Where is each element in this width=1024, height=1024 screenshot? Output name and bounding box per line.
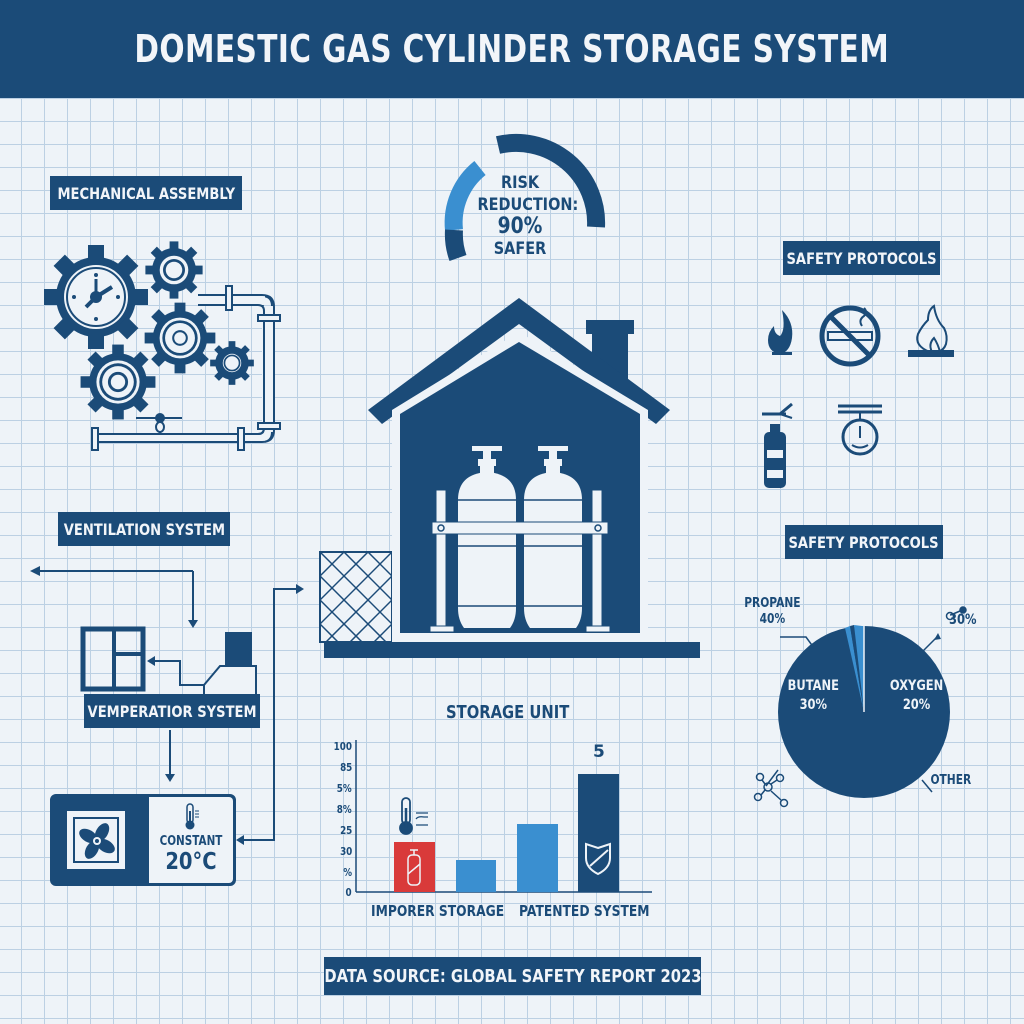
molecule-icon [945, 606, 967, 621]
safety-protocols-label: SAFETY PROTOCOLS [783, 241, 940, 275]
bar-2 [456, 860, 496, 892]
mechanical-assembly-diagram [44, 241, 281, 451]
gear-gauge-icon [44, 245, 148, 349]
pie-label-oxygen: OXYGEN 20% [889, 678, 944, 713]
fire-extinguisher-icon [762, 402, 793, 488]
thermometer-icon [185, 803, 199, 830]
data-source-footer: DATA SOURCE: GLOBAL SAFETY REPORT 2023 [324, 957, 701, 995]
molecule-icon [753, 772, 789, 808]
temperature-value: 20°C [165, 849, 217, 875]
bar-3 [517, 824, 558, 892]
fan-icon [79, 823, 115, 859]
bar-chart-y-axis: 100 85 5% 8% 25 30 % 0 [333, 740, 352, 899]
fan-box [67, 811, 125, 869]
storage-bar-chart [355, 740, 652, 893]
temperature-control-unit: CONSTANT 20°C [50, 794, 236, 886]
gear-icon [210, 341, 254, 385]
pie-label-other: OTHER [930, 773, 972, 788]
storage-house-diagram [319, 298, 700, 658]
pie-label-propane: PROPANE 40% [744, 596, 801, 627]
gas-cylinder-icon [524, 446, 582, 628]
shield-icon [585, 842, 611, 876]
vent-grille-icon [319, 551, 393, 643]
temperature-system-label: VEMPERATIOR SYSTEM [84, 694, 260, 728]
gear-icon [144, 302, 216, 374]
gas-mix-label: SAFETY PROTOCOLS [785, 525, 943, 559]
no-smoking-icon [819, 305, 881, 367]
ventilation-system-label: VENTILATION SYSTEM [58, 512, 230, 546]
bar-xlabel-improper: IMPORER STORAGE [371, 902, 505, 920]
gas-mix-pie-chart [753, 606, 967, 808]
gauge-value: 90% [497, 214, 543, 239]
gas-cylinder-icon [458, 446, 516, 628]
risk-reduction-gauge [444, 133, 606, 262]
safety-icons [762, 304, 954, 488]
mechanical-assembly-label: MECHANICAL ASSEMBLY [50, 176, 242, 210]
page-title: DOMESTIC GAS CYLINDER STORAGE SYSTEM [134, 27, 890, 71]
temperature-readout: CONSTANT 20°C [149, 797, 233, 883]
gear-icon [80, 344, 156, 420]
window-icon [80, 626, 146, 692]
thermometer-icon [399, 797, 428, 835]
house-icon [368, 298, 670, 642]
flame-icon [768, 310, 793, 355]
storage-unit-title: STORAGE UNIT [446, 702, 570, 723]
gas-cylinder-icon [407, 849, 421, 886]
bar-patented-system [578, 774, 619, 892]
pie-label-butane: BUTANE 30% [787, 678, 839, 713]
pie-label-molecule: 30% [949, 612, 977, 628]
gauge-text: RISK REDUCTION: 90% SAFER [477, 173, 579, 259]
page-header: DOMESTIC GAS CYLINDER STORAGE SYSTEM [0, 0, 1024, 98]
gear-icon [145, 241, 203, 299]
fire-hazard-icon [908, 304, 954, 357]
bar-top-annotation: 5 [593, 742, 605, 762]
bar-xlabel-patented: PATENTED SYSTEM [519, 902, 650, 920]
valve-icon [136, 413, 182, 434]
pressure-gauge-icon [838, 404, 882, 456]
